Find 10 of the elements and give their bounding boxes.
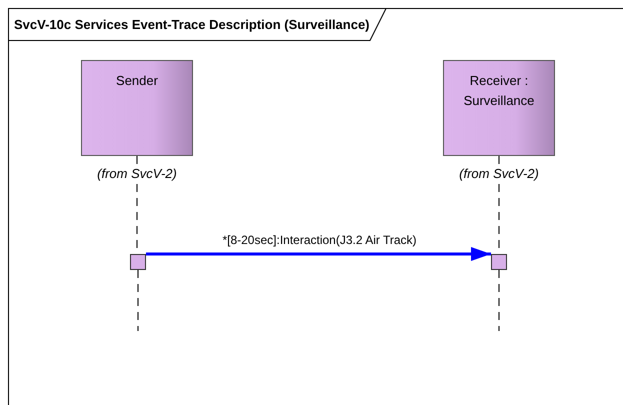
origin-note: (from SvcV-2) — [459, 166, 539, 181]
diagram-frame — [8, 8, 623, 405]
activation-box — [130, 254, 146, 270]
lifeline-head: Receiver : Surveillance — [443, 60, 555, 156]
frame-title: SvcV-10c Services Event-Trace Description (Surveillance) — [14, 17, 370, 32]
message-label: *[8-20sec]:Interaction(J3.2 Air Track) — [221, 233, 418, 247]
activation-box — [491, 254, 507, 270]
lifeline-head: Sender — [81, 60, 193, 156]
message-arrow — [146, 247, 491, 261]
origin-note: (from SvcV-2) — [97, 166, 177, 181]
